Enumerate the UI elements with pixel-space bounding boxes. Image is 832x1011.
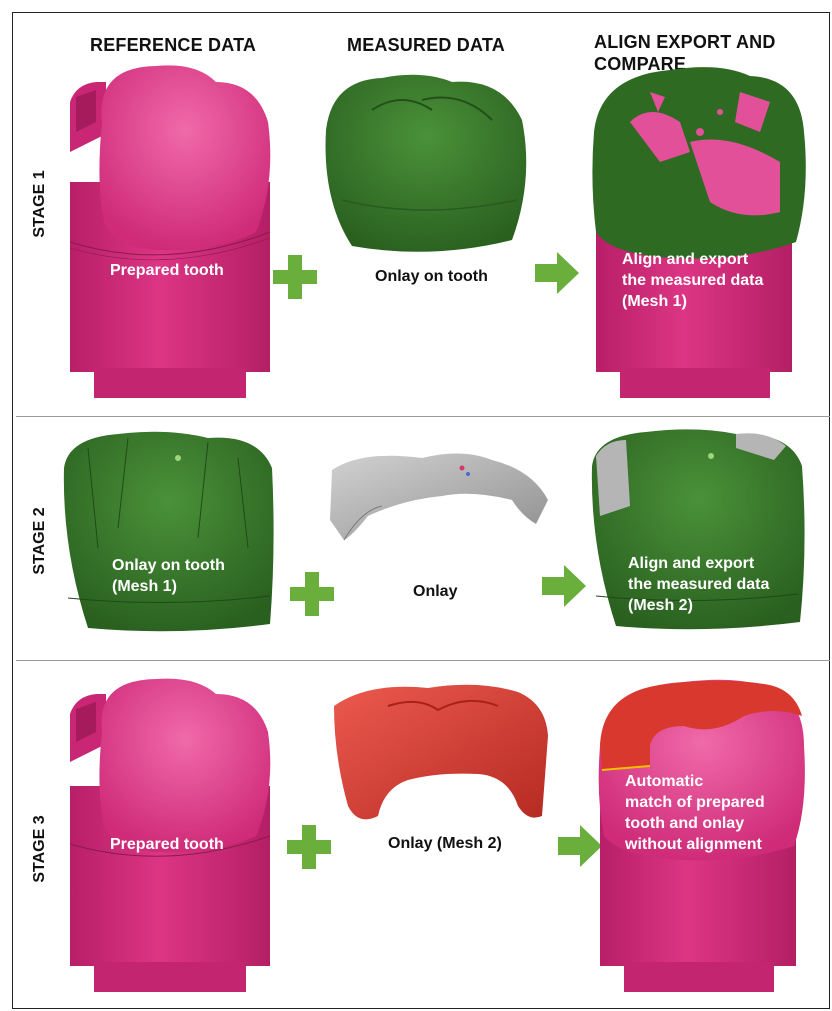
stage2-onlay-on-tooth-mesh1-image <box>58 428 276 638</box>
stage-label-1: STAGE 1 <box>31 144 49 264</box>
stage3-result-caption-line1: Automatic <box>625 772 703 792</box>
stage1-aligned-result-image <box>590 62 808 400</box>
stage2-result-caption-line1: Align and export <box>628 554 754 574</box>
stage3-result-caption-line2: match of prepared <box>625 793 765 813</box>
stage3-measured-caption: Onlay (Mesh 2) <box>388 834 502 854</box>
stage2-reference-caption-line1: Onlay on tooth <box>112 556 225 576</box>
stage-divider-2 <box>16 660 830 661</box>
plus-icon <box>288 570 336 618</box>
stage1-result-caption-line1: Align and export <box>622 250 748 270</box>
stage1-result-caption-line3: (Mesh 1) <box>622 292 687 312</box>
stage1-prepared-tooth-image <box>66 62 276 400</box>
stage1-measured-caption: Onlay on tooth <box>375 267 488 287</box>
stage1-onlay-on-tooth-image <box>312 70 532 260</box>
column-header-measured: MEASURED DATA <box>347 34 505 56</box>
stage2-result-caption-line3: (Mesh 2) <box>628 596 693 616</box>
stage2-onlay-image <box>322 440 552 550</box>
stage2-measured-caption: Onlay <box>413 582 457 602</box>
stage1-result-caption-line2: the measured data <box>622 271 763 291</box>
stage3-onlay-mesh2-image <box>328 676 554 836</box>
column-header-reference: REFERENCE DATA <box>90 34 256 56</box>
stage-divider-1 <box>16 416 830 417</box>
stage2-reference-caption-line2: (Mesh 1) <box>112 577 177 597</box>
arrow-right-icon <box>533 250 581 296</box>
arrow-right-icon <box>540 563 588 609</box>
stage-label-2: STAGE 2 <box>31 481 49 601</box>
plus-icon <box>271 253 319 301</box>
stage3-result-caption-line3: tooth and onlay <box>625 814 744 834</box>
column-header-align-line1: ALIGN EXPORT AND <box>594 31 776 53</box>
stage3-result-caption-line4: without alignment <box>625 835 762 855</box>
stage-label-3: STAGE 3 <box>31 789 49 909</box>
plus-icon <box>285 823 333 871</box>
stage1-reference-caption: Prepared tooth <box>110 261 224 281</box>
stage3-reference-caption: Prepared tooth <box>110 835 224 855</box>
stage2-result-caption-line2: the measured data <box>628 575 769 595</box>
stage2-aligned-result-image <box>586 426 808 636</box>
